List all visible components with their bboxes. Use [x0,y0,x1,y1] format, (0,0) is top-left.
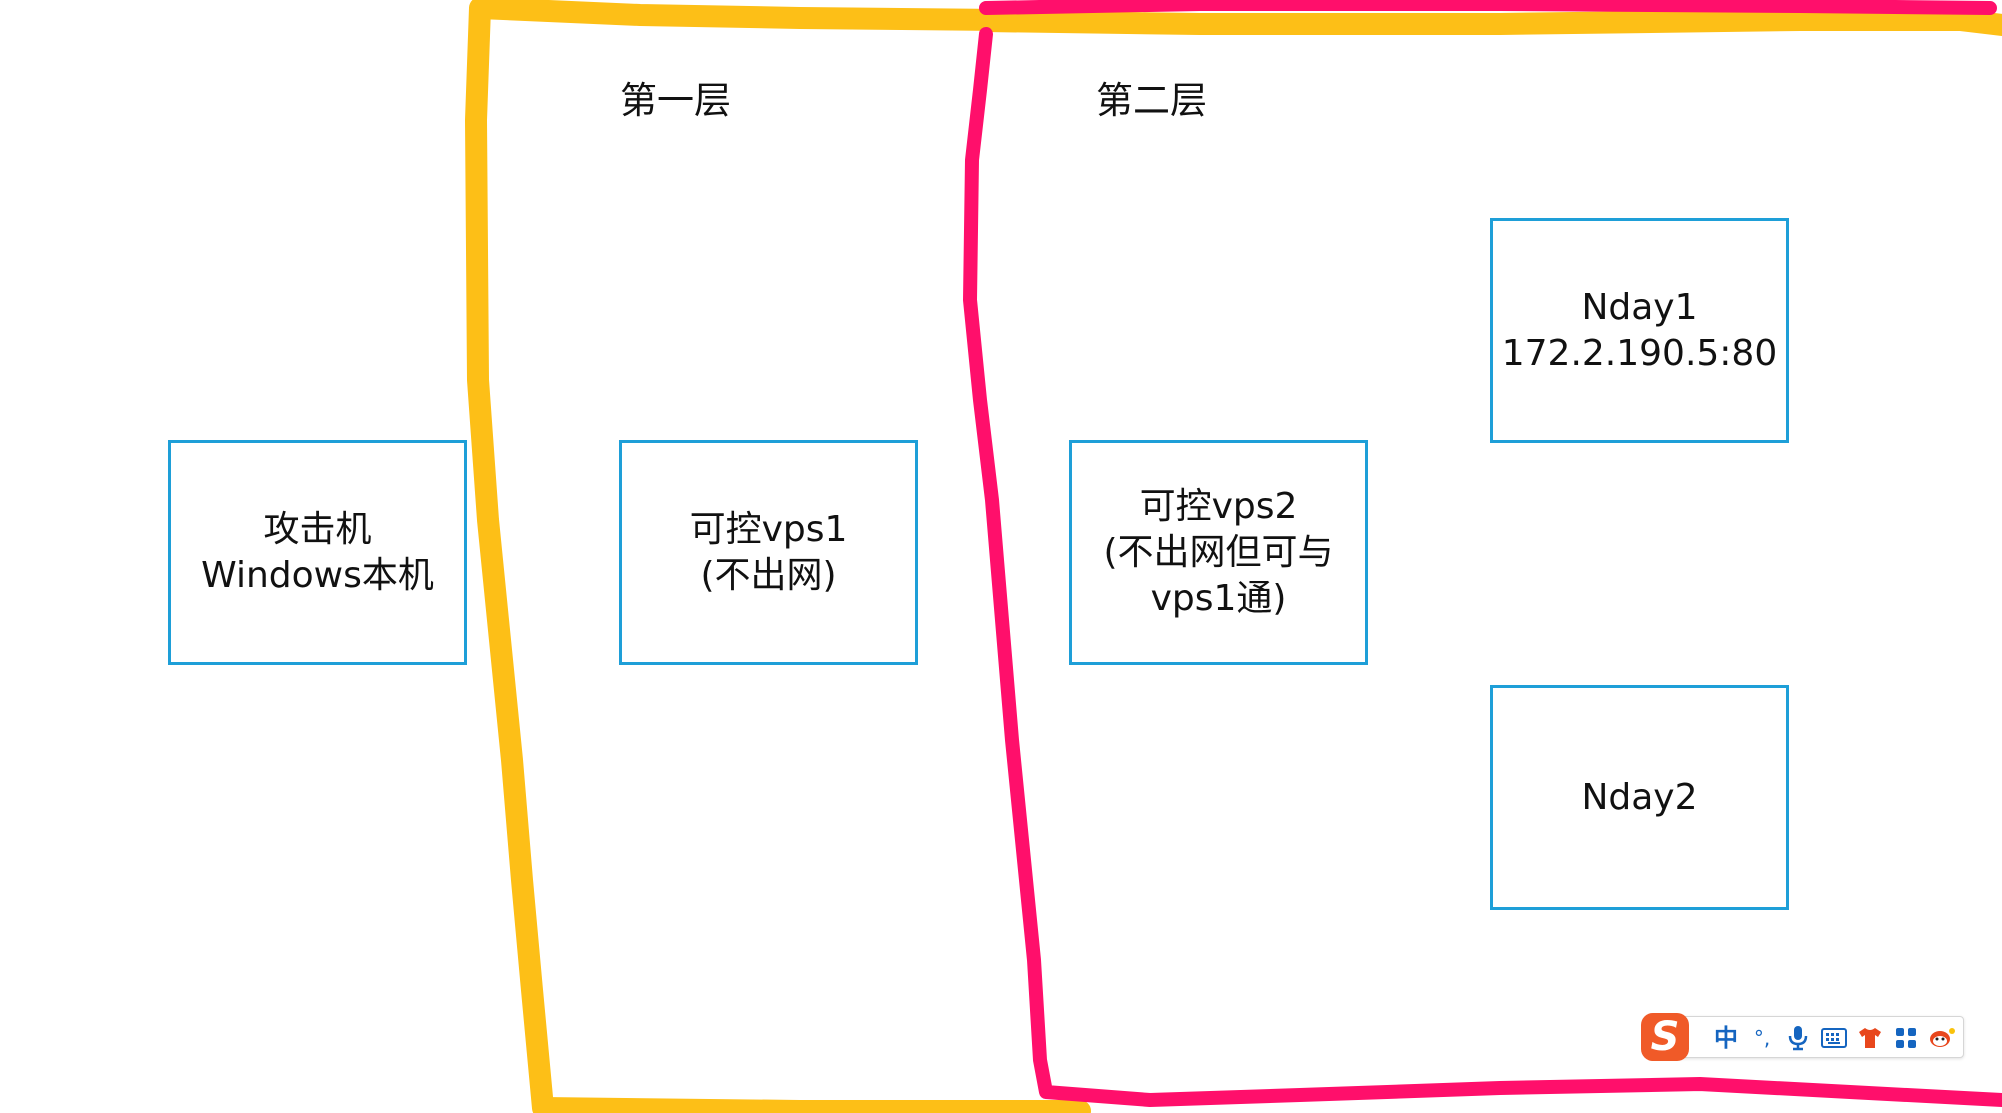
attacker-node-line1: 攻击机 [263,508,372,550]
mascot-icon[interactable] [1927,1023,1957,1053]
vps2-node: 可控vps2 (不出网但可与 vps1通) [1069,440,1368,665]
ime-toolbar[interactable]: S 中 °, [1641,1013,1964,1061]
attacker-node-line2: Windows本机 [201,554,434,596]
nday2-node-line1: Nday2 [1581,776,1698,818]
layer1-label: 第一层 [620,79,731,122]
nday1-node-line1: Nday1 [1581,286,1698,328]
layer1-boundary [465,0,1091,1113]
microphone-icon[interactable] [1783,1023,1813,1053]
vps1-node: 可控vps1 (不出网) [619,440,918,665]
keyboard-icon[interactable] [1819,1023,1849,1053]
ime-punctuation-toggle[interactable]: °, [1753,1026,1771,1050]
vps2-node-line2: (不出网但可与 [1103,531,1334,573]
vps2-node-line3: vps1通) [1150,577,1287,619]
vps1-node-line1: 可控vps1 [689,508,848,550]
layer2-label: 第二层 [1096,79,1207,122]
nday1-node: Nday1 172.2.190.5:80 [1490,218,1789,443]
nday1-node-line2: 172.2.190.5:80 [1501,332,1778,374]
attacker-node: 攻击机 Windows本机 [168,440,467,665]
ime-logo-icon[interactable]: S [1641,1013,1689,1061]
apps-grid-icon[interactable] [1891,1023,1921,1053]
ime-mode-toggle[interactable]: 中 [1714,1024,1738,1052]
layer2-boundary [963,0,2002,1107]
vps2-node-line1: 可控vps2 [1139,485,1298,527]
nday2-node: Nday2 [1490,685,1789,910]
layer1-top-edge [974,9,2002,36]
shirt-icon[interactable] [1855,1023,1885,1053]
vps1-node-line2: (不出网) [700,554,837,596]
